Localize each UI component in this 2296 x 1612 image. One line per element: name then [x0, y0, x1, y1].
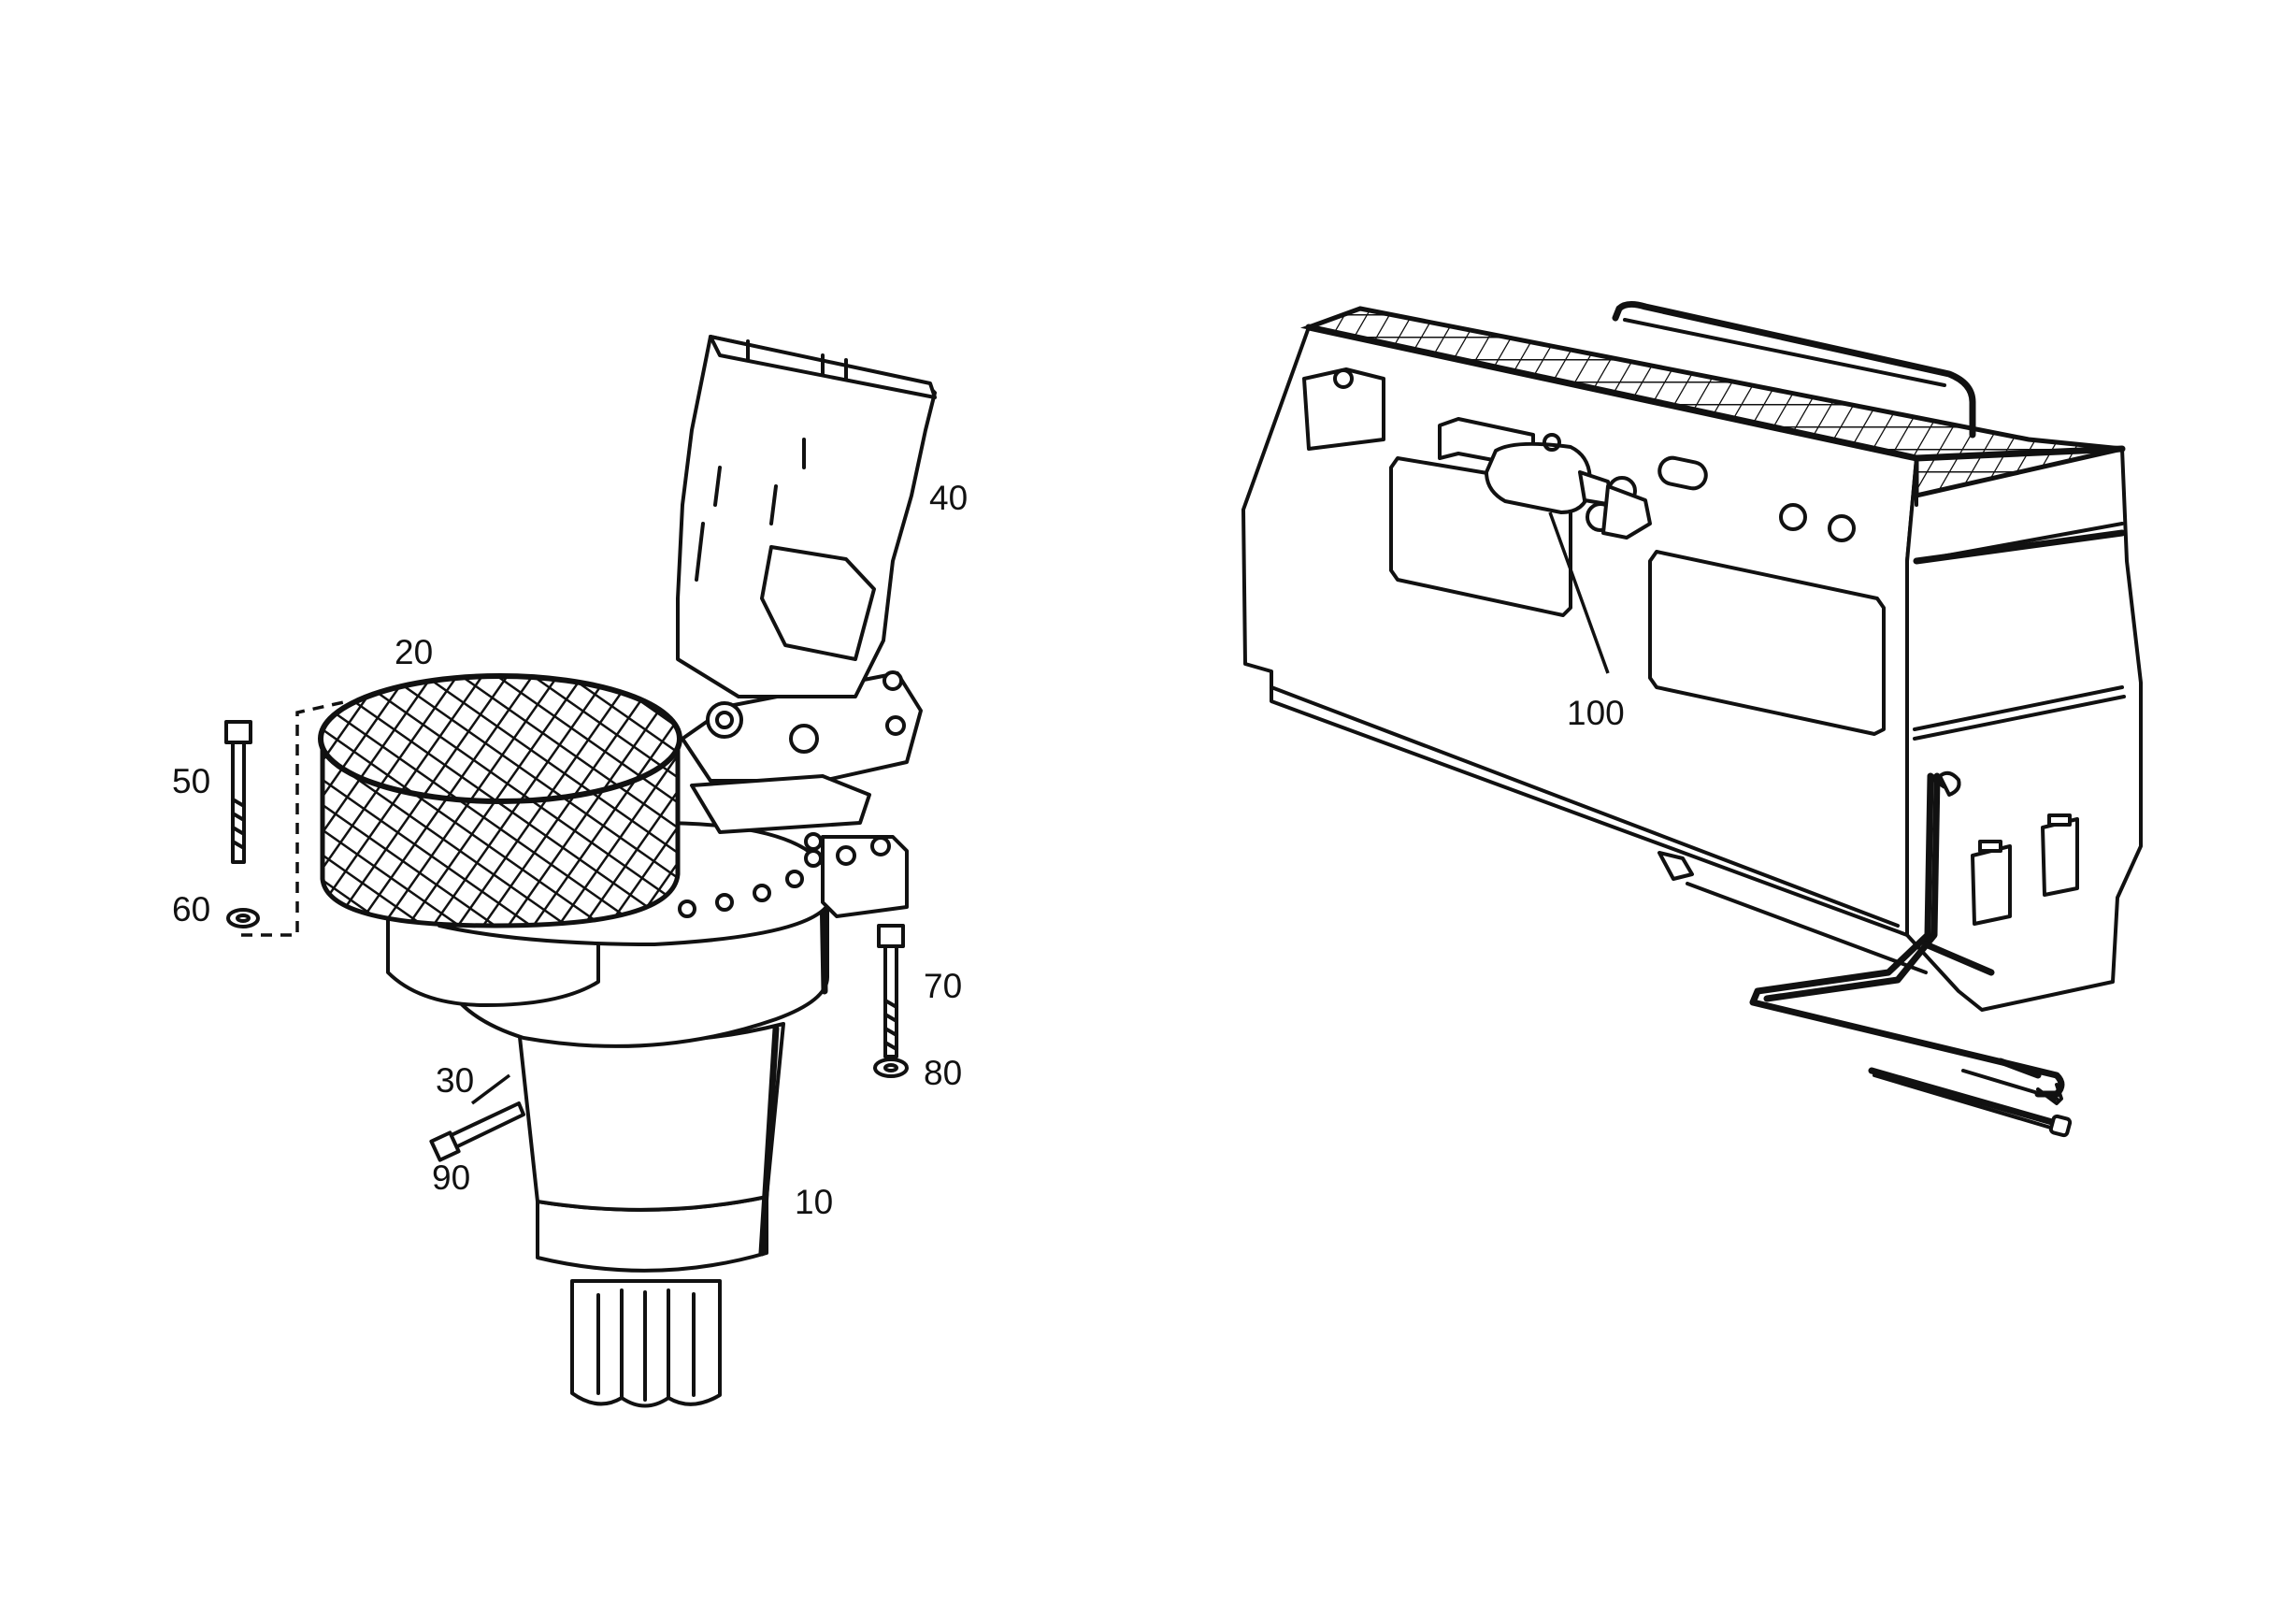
callout-60: 60	[172, 890, 210, 928]
callout-30: 30	[436, 1061, 474, 1100]
callout-70: 70	[924, 967, 962, 1005]
inline-filter-100	[1438, 417, 1652, 540]
callout-100: 100	[1567, 694, 1625, 732]
cabinet-end	[1905, 447, 2143, 1012]
gear-housing-lower	[517, 1022, 785, 1273]
bolt-70	[877, 924, 905, 1058]
callout-50: 50	[172, 762, 210, 800]
callout-10: 10	[795, 1183, 833, 1221]
callout-20: 20	[395, 633, 433, 671]
window-right	[1648, 550, 1886, 736]
cabinet-assembly	[1241, 300, 2143, 1138]
callout-40: 40	[929, 479, 968, 517]
switch-box-1	[1971, 844, 2012, 926]
bolt-90	[429, 1101, 525, 1162]
callout-80: 80	[924, 1054, 962, 1092]
output-shaft	[570, 1279, 722, 1408]
hydraulic-motor	[676, 335, 937, 698]
mounting-bracket	[821, 835, 909, 918]
bolt-50-guide	[241, 699, 349, 937]
gearbox-assembly	[224, 335, 937, 1408]
strainer-mesh	[318, 673, 682, 928]
handrail	[1612, 300, 1976, 439]
motor-adapter-plate	[681, 670, 923, 834]
washer-80	[873, 1058, 909, 1078]
washer-60	[226, 908, 260, 928]
sensor-cable	[1868, 1067, 2056, 1126]
leader-30	[470, 1073, 511, 1105]
callout-90: 90	[432, 1159, 470, 1197]
callout-labels: 10 20 30 40 50 60 70 80 90 100	[172, 479, 1625, 1221]
bolt-50	[224, 720, 252, 864]
switch-box-2	[2041, 817, 2079, 897]
leader-100	[1548, 511, 1610, 674]
